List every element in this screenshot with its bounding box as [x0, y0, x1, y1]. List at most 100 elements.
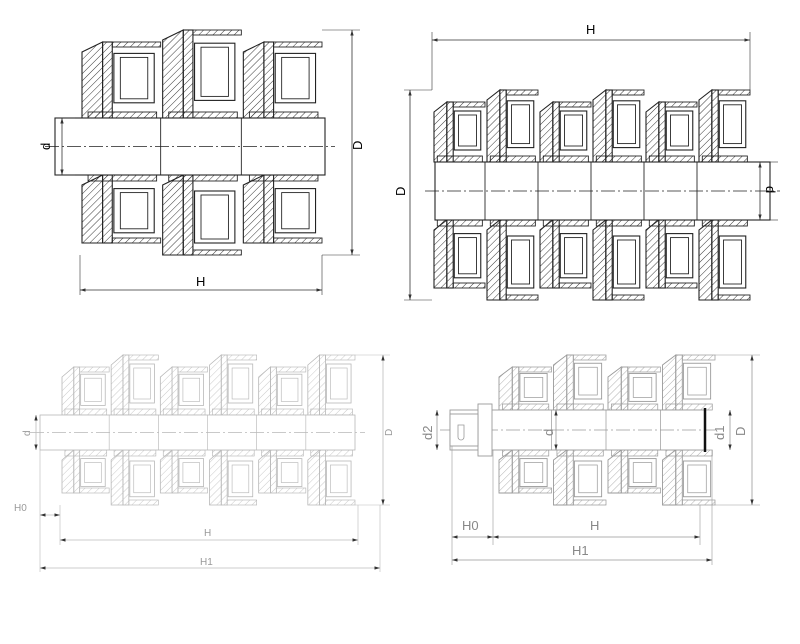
bl-label-D: D — [384, 429, 395, 436]
bearing-roller — [687, 464, 707, 494]
idler-unit — [662, 354, 716, 506]
hatched-web — [171, 366, 179, 416]
hatched-web — [220, 354, 228, 416]
hub-ring — [701, 155, 748, 163]
hatched-web — [499, 219, 507, 301]
outer-cap — [111, 237, 162, 244]
outer-cap — [518, 366, 552, 373]
hatched-web — [319, 449, 326, 506]
hatched-disc — [662, 354, 677, 411]
hub-ring — [248, 174, 319, 182]
outer-cap — [325, 499, 356, 506]
hub-ring — [261, 408, 304, 416]
hatched-disc — [159, 366, 173, 416]
hub-ring — [113, 449, 157, 457]
hatched-web — [171, 449, 179, 494]
hub-ring — [310, 449, 353, 457]
outer-cap — [273, 237, 323, 244]
hatched-disc — [307, 449, 321, 506]
hatched-web — [620, 449, 629, 494]
bearing-roller — [723, 239, 742, 285]
hatched-disc — [553, 449, 568, 506]
bearing-roller — [564, 237, 583, 275]
hub-ring — [261, 449, 304, 457]
hub-ring — [212, 408, 255, 416]
outer-cap — [717, 294, 751, 301]
outer-cap — [128, 499, 159, 506]
hatched-disc — [159, 449, 173, 494]
outer-cap — [505, 89, 539, 96]
hub-ring — [556, 403, 604, 411]
bearing-roller — [182, 377, 200, 402]
outer-cap — [717, 89, 751, 96]
hatched-web — [658, 101, 666, 163]
shaft-shoulder — [477, 403, 493, 457]
outer-cap — [627, 366, 661, 373]
idler-unit — [433, 100, 486, 289]
bearing-roller — [632, 462, 653, 483]
hatched-web — [319, 354, 326, 416]
idler-unit — [553, 354, 607, 506]
hatched-web — [263, 174, 275, 244]
hatched-web — [675, 449, 683, 506]
hub-ring — [542, 155, 589, 163]
outer-cap — [177, 366, 208, 373]
hatched-disc — [698, 88, 713, 163]
view-top-right — [425, 88, 780, 301]
hatched-web — [499, 89, 507, 163]
outer-cap — [611, 89, 645, 96]
hatched-disc — [662, 449, 677, 506]
hub-ring — [87, 111, 158, 119]
hub-ring — [595, 155, 642, 163]
hatched-disc — [242, 174, 265, 244]
hatched-web — [711, 89, 719, 163]
bearing-roller — [670, 114, 689, 147]
outer-cap — [572, 354, 607, 361]
bearing-roller — [687, 366, 707, 396]
hatched-web — [552, 219, 560, 289]
hub-ring — [436, 155, 483, 163]
bearing-roller — [617, 239, 636, 285]
hatched-disc — [498, 449, 513, 494]
hatched-web — [511, 366, 520, 411]
hatched-web — [605, 219, 613, 301]
bl-label-H1: H1 — [200, 557, 213, 568]
hub-ring — [648, 219, 695, 227]
tl-label-D: D — [350, 141, 365, 150]
outer-cap — [111, 41, 162, 48]
br-label-D: D — [733, 427, 748, 436]
hatched-web — [711, 219, 719, 301]
bearing-roller — [200, 46, 229, 97]
outer-cap — [518, 487, 552, 494]
idler-unit — [307, 354, 356, 506]
hub-ring — [64, 449, 108, 457]
tr-label-H: H — [586, 22, 595, 37]
hatched-disc — [645, 100, 660, 163]
hatched-web — [182, 29, 194, 119]
idler-unit — [162, 29, 242, 256]
hatched-disc — [242, 41, 265, 119]
hatched-web — [511, 449, 520, 494]
outer-cap — [558, 282, 592, 289]
bearing-roller — [200, 194, 229, 240]
hatched-web — [122, 449, 130, 506]
br-label-H: H — [590, 518, 599, 533]
hub-ring — [436, 219, 483, 227]
hub-ring — [701, 219, 748, 227]
hub-ring — [248, 111, 319, 119]
bearing-roller — [511, 104, 530, 145]
view-top-left — [45, 29, 335, 256]
bearing-roller — [330, 464, 348, 494]
br-label-d2: d2 — [420, 426, 435, 440]
idler-unit — [258, 366, 307, 494]
bearing-roller — [133, 464, 151, 494]
hatched-disc — [209, 354, 222, 416]
idler-unit — [61, 366, 110, 494]
hub-ring — [168, 111, 238, 119]
hatched-disc — [110, 354, 124, 416]
hatched-disc — [607, 449, 622, 494]
outer-cap — [325, 354, 356, 361]
bearing-roller — [723, 104, 742, 145]
outer-cap — [226, 354, 257, 361]
